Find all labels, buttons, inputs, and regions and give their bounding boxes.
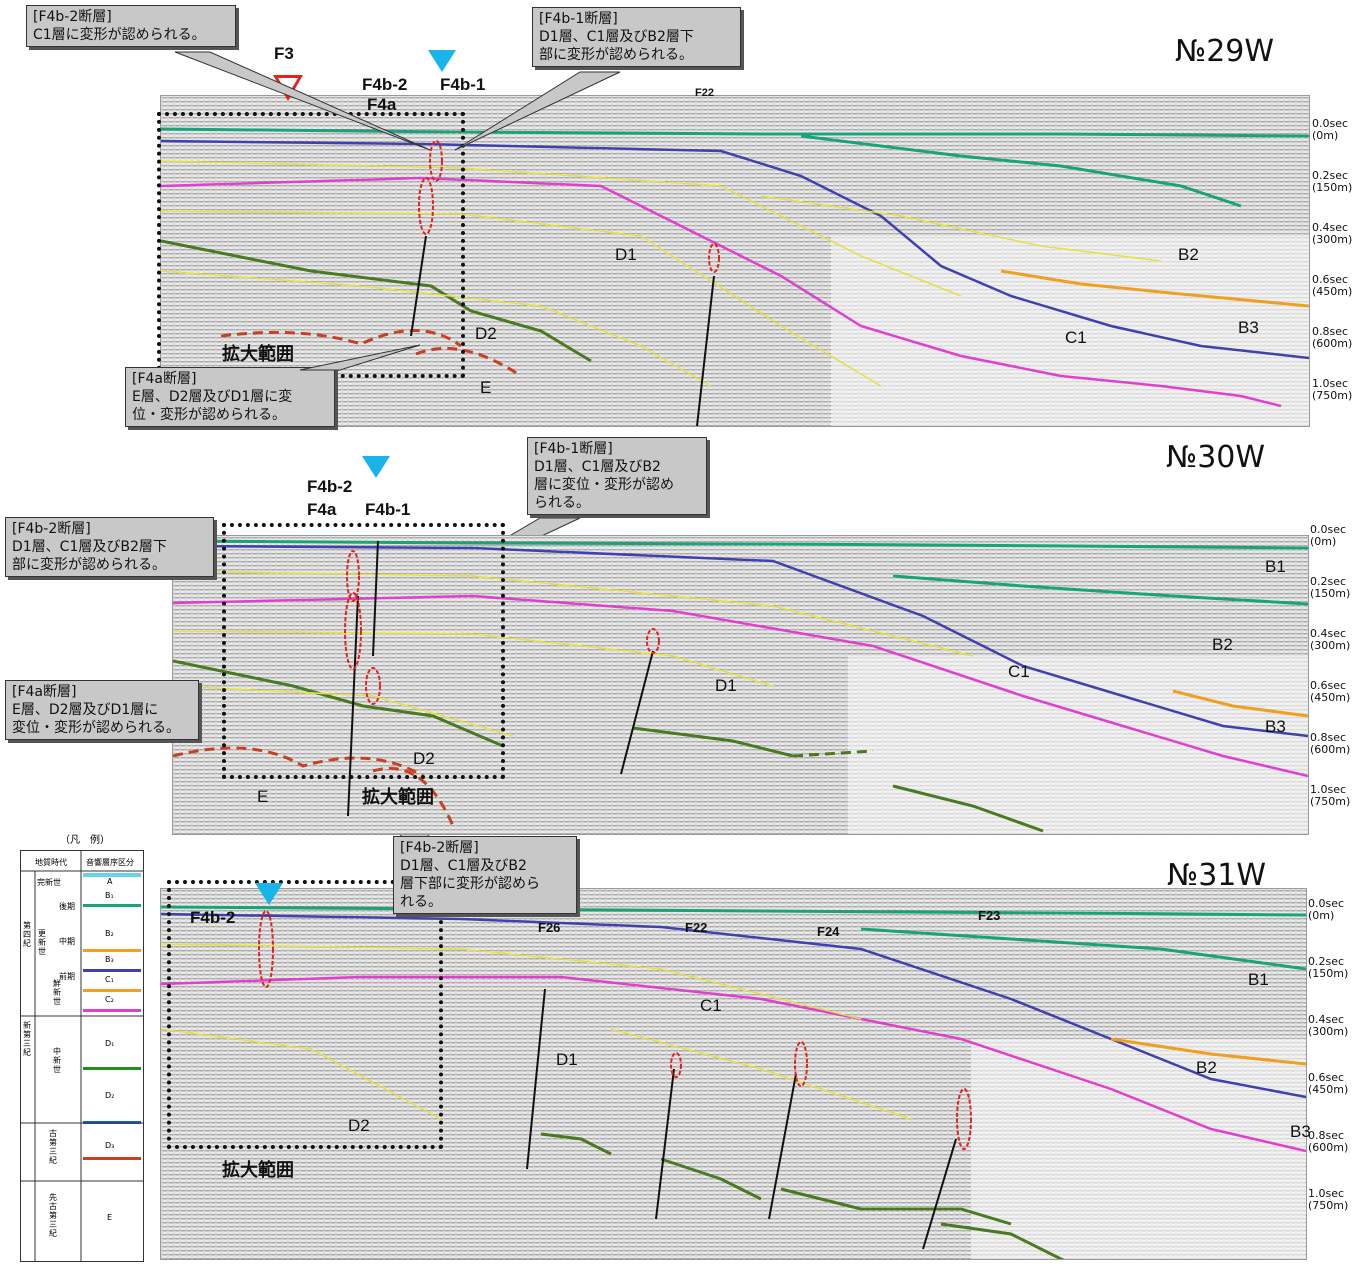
layer-label-e-30w: E <box>257 787 269 806</box>
fault-label-f4b2-30w: F4b-2 <box>307 477 353 496</box>
callout-f4b2-31w: [F4b-2断層] D1層、C1層及びB2 層下部に変形が認めら れる。 <box>393 836 577 914</box>
legend-period-early: 前期 <box>59 972 75 981</box>
legend-period-middle: 中期 <box>59 937 75 946</box>
legend-unit-b1: B₁ <box>105 891 114 900</box>
layer-label-e-29w: E <box>480 378 492 397</box>
seismic-section-29w <box>160 95 1310 427</box>
layer-label-c1-31w: C1 <box>700 996 722 1015</box>
layer-label-d2-31w: D2 <box>348 1116 370 1135</box>
fault-label-f24-31w: F24 <box>817 924 840 939</box>
fault-label-f4b1-29w: F4b-1 <box>440 75 486 94</box>
legend-period-paleogene: 古第三紀 <box>49 1129 57 1165</box>
layer-label-d1-31w: D1 <box>556 1050 578 1069</box>
layer-label-b1-30w: B1 <box>1265 557 1286 576</box>
zoom-range-box-31w <box>167 880 443 1149</box>
fault-label-f4b2-31w: F4b-2 <box>190 908 236 927</box>
legend-period-neogene: 新第三紀 <box>23 1021 31 1057</box>
layer-label-d1-30w: D1 <box>715 676 737 695</box>
callout-f4a-30w: [F4a断層] E層、D2層及びD1層に 変位・変形が認められる。 <box>5 680 199 740</box>
layer-label-d2-30w: D2 <box>413 749 435 768</box>
layer-label-c1-30w: C1 <box>1008 662 1030 681</box>
layer-label-b2-31w: B2 <box>1196 1058 1217 1077</box>
panel-title-31w: №31W <box>1167 858 1267 893</box>
fault-label-f4b2-29w: F4b-2 <box>362 75 408 94</box>
layer-label-d1-29w: D1 <box>615 245 637 264</box>
legend-unit-b2: B₂ <box>105 929 114 938</box>
layer-label-b2-30w: B2 <box>1212 635 1233 654</box>
legend-unit-d3: D₃ <box>105 1141 115 1150</box>
legend-unit-a: A <box>107 877 113 886</box>
panel-title-30w: №30W <box>1166 440 1266 475</box>
legend-unit-b3: B₃ <box>105 955 114 964</box>
legend-period-pliocene: 鮮新世 <box>53 979 61 1006</box>
fault-label-f3: F3 <box>274 44 294 63</box>
legend-title: （凡 例） <box>60 835 110 846</box>
seismic-profile-29w <box>161 96 1309 426</box>
legend-col-acoustic-unit: 音響層序区分 <box>86 858 134 867</box>
fault-marker-blue-triangle-30w <box>362 456 390 478</box>
fault-label-f4b1-30w: F4b-1 <box>365 500 411 519</box>
legend-grid <box>21 851 143 1261</box>
fault-label-f4a-29w: F4a <box>367 95 397 114</box>
legend-unit-c2: C₂ <box>105 995 114 1004</box>
legend-unit-c1: C₁ <box>105 975 114 984</box>
legend-period-pre-paleogene: 先古第三紀 <box>49 1193 57 1238</box>
seismic-profile-30w <box>173 536 1308 834</box>
legend-unit-e: E <box>107 1213 113 1222</box>
seismic-section-30w <box>172 535 1309 835</box>
legend-period-miocene: 中新世 <box>53 1047 61 1074</box>
fault-label-f4a-30w: F4a <box>307 500 337 519</box>
fault-label-f23-31w: F23 <box>978 908 1001 923</box>
fault-label-f26-31w: F26 <box>538 920 561 935</box>
callout-f4b2-29w: [F4b-2断層] C1層に変形が認められる。 <box>26 5 236 47</box>
callout-f4b1-29w: [F4b-1断層] D1層、C1層及びB2層下 部に変形が認められる。 <box>532 7 741 67</box>
callout-f4b1-30w: [F4b-1断層] D1層、C1層及びB2 層に変位・変形が認め られる。 <box>527 437 707 515</box>
layer-label-b3-29w: B3 <box>1238 318 1259 337</box>
layer-label-b1-31w: B1 <box>1248 970 1269 989</box>
layer-label-d2-29w: D2 <box>475 324 497 343</box>
legend-period-quaternary: 第四紀 <box>23 921 31 948</box>
panel-title-29w: №29W <box>1175 34 1275 69</box>
zoom-range-label-29w: 拡大範囲 <box>222 344 294 365</box>
fault-label-f22-29w: F22 <box>695 87 714 99</box>
legend-period-late: 後期 <box>59 902 75 911</box>
legend-table: 地質時代 音響層序区分 A B₁ B₂ B₃ C₁ C₂ D₁ D₂ D₃ E … <box>20 850 144 1262</box>
legend-unit-d2: D₂ <box>105 1091 115 1100</box>
seismic-section-31w <box>160 888 1307 1260</box>
callout-f4a-29w: [F4a断層] E層、D2層及びD1層に変 位・変形が認められる。 <box>125 367 335 427</box>
layer-label-b2-29w: B2 <box>1178 245 1199 264</box>
fault-label-f22-31w: F22 <box>685 920 708 935</box>
legend-period-holocene: 完新世 <box>37 878 61 887</box>
seismic-profile-31w <box>161 889 1306 1259</box>
zoom-range-box-30w <box>222 523 505 779</box>
fault-marker-blue-triangle-31w <box>255 883 283 905</box>
zoom-range-label-30w: 拡大範囲 <box>362 787 434 808</box>
layer-label-b3-31w: B3 <box>1290 1122 1311 1141</box>
depth-ticks-31w: 0.0sec (0m) 0.2sec (150m) 0.4sec (300m) … <box>1308 897 1349 1212</box>
depth-ticks-29w: 0.0sec (0m) 0.2sec (150m) 0.4sec (300m) … <box>1312 117 1353 402</box>
depth-ticks-30w: 0.0sec (0m) 0.2sec (150m) 0.4sec (300m) … <box>1310 523 1351 808</box>
zoom-range-label-31w: 拡大範囲 <box>222 1160 294 1181</box>
fault-marker-blue-triangle-29w <box>428 50 456 72</box>
legend-unit-d1: D₁ <box>105 1039 115 1048</box>
legend-period-pleistocene: 更新世 <box>38 929 46 956</box>
layer-label-b3-30w: B3 <box>1265 717 1286 736</box>
legend-col-geologic-age: 地質時代 <box>35 858 67 867</box>
layer-label-c1-29w: C1 <box>1065 328 1087 347</box>
callout-f4b2-30w: [F4b-2断層] D1層、C1層及びB2層下 部に変形が認められる。 <box>5 517 214 577</box>
